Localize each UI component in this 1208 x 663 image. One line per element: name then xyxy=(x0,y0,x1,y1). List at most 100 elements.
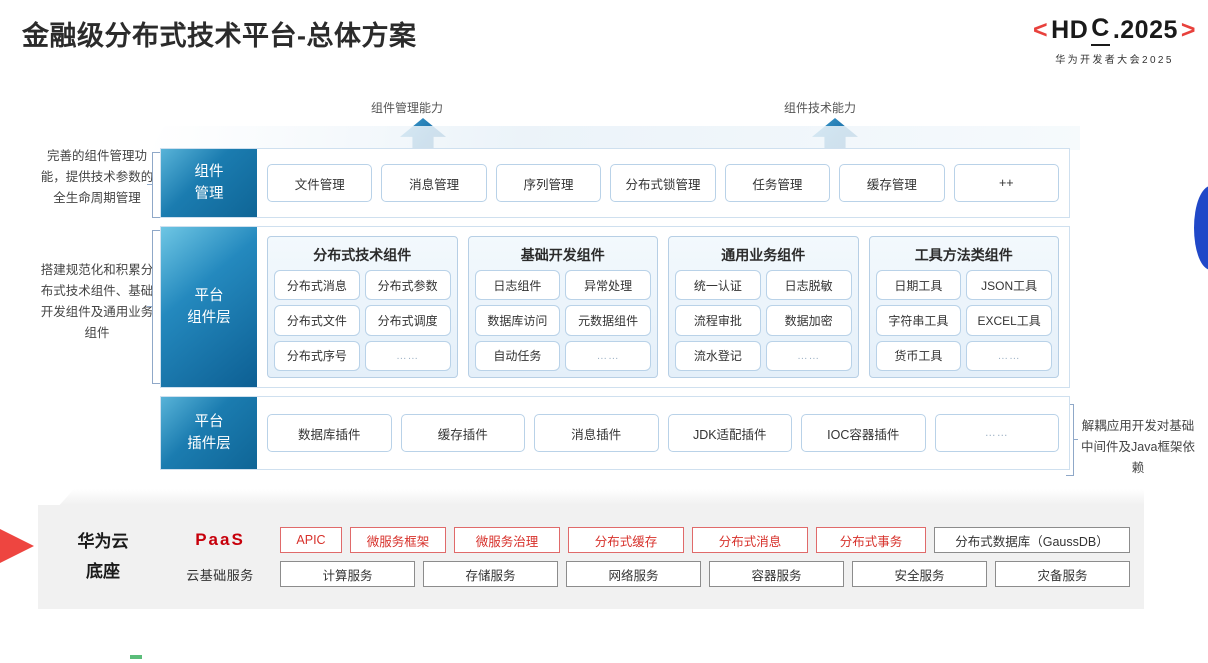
chip-cache-plugin[interactable]: 缓存插件 xyxy=(400,414,525,452)
paas-chip-apic[interactable]: APIC xyxy=(280,527,342,553)
side-note-component-management: 完善的组件管理功能，提供技术参数的全生命周期管理 xyxy=(40,149,154,205)
chip-more-dots[interactable]: …… xyxy=(934,414,1059,452)
band-platform-plugin-layer: 平台 插件层 数据库插件 缓存插件 消息插件 JDK适配插件 IOC容器插件 …… xyxy=(160,396,1070,470)
cell-currency-utility[interactable]: 货币工具 xyxy=(875,340,962,371)
group-common-business-components: 通用业务组件 统一认证 日志脱敏 流程审批 数据加密 流水登记 …… xyxy=(668,236,859,378)
side-note-plugin-decoupling: 解耦应用开发对基础中间件及Java框架依赖 xyxy=(1081,419,1195,475)
cell-more-dots[interactable]: …… xyxy=(966,340,1052,371)
bottom-green-marker xyxy=(130,655,142,659)
band-body-platform-plugin-layer: 数据库插件 缓存插件 消息插件 JDK适配插件 IOC容器插件 …… xyxy=(257,397,1069,469)
svc-chip-disaster-recovery[interactable]: 灾备服务 xyxy=(995,561,1130,587)
svc-chip-network[interactable]: 网络服务 xyxy=(566,561,701,587)
group-basic-dev-components: 基础开发组件 日志组件 异常处理 数据库访问 元数据组件 自动任务 …… xyxy=(467,236,658,378)
cell-excel-utility[interactable]: EXCEL工具 xyxy=(966,305,1052,336)
svc-chip-container[interactable]: 容器服务 xyxy=(709,561,844,587)
svc-chip-security[interactable]: 安全服务 xyxy=(852,561,987,587)
arrow-label-component-management: 组件管理能力 xyxy=(371,101,444,115)
cell-data-encryption[interactable]: 数据加密 xyxy=(765,305,852,336)
hdc-logo-main: < HD C .2025 > xyxy=(1033,14,1196,46)
hdc-logo: < HD C .2025 > 华为开发者大会2025 xyxy=(1033,14,1196,66)
cell-process-approval[interactable]: 流程审批 xyxy=(675,305,761,336)
cell-string-utility[interactable]: 字符串工具 xyxy=(875,305,962,336)
band-label-line2: 组件层 xyxy=(187,310,231,326)
cell-more-dots[interactable]: …… xyxy=(765,340,852,371)
group-grid: 分布式消息 分布式参数 分布式文件 分布式调度 分布式序号 …… xyxy=(274,270,451,371)
cell-log-masking[interactable]: 日志脱敏 xyxy=(765,270,852,301)
band-label-line2: 插件层 xyxy=(187,436,231,452)
paas-chip-distributed-transaction[interactable]: 分布式事务 xyxy=(816,527,926,553)
right-blue-accent-shape xyxy=(1194,186,1208,270)
bracket-stem-right-plugin xyxy=(1073,439,1078,440)
group-grid: 日志组件 异常处理 数据库访问 元数据组件 自动任务 …… xyxy=(474,270,651,371)
paas-chip-microservice-framework[interactable]: 微服务框架 xyxy=(350,527,446,553)
cell-distributed-scheduling[interactable]: 分布式调度 xyxy=(364,305,451,336)
paas-left-title: 华为云 底座 xyxy=(38,505,168,609)
stack-top-sheet xyxy=(150,126,1080,150)
paas-chip-microservice-governance[interactable]: 微服务治理 xyxy=(454,527,560,553)
svc-chip-compute[interactable]: 计算服务 xyxy=(280,561,415,587)
cell-distributed-file[interactable]: 分布式文件 xyxy=(274,305,360,336)
left-red-arrow-shape xyxy=(0,512,34,580)
logo-text-post: .2025 xyxy=(1112,15,1178,44)
paas-row-cloud-base: 云基础服务 计算服务 存储服务 网络服务 容器服务 安全服务 灾备服务 xyxy=(168,561,1130,587)
chip-message-management[interactable]: 消息管理 xyxy=(381,164,487,202)
paas-top-sheet xyxy=(56,489,1144,509)
paas-chip-distributed-database-gaussdb[interactable]: 分布式数据库（GaussDB） xyxy=(934,527,1130,553)
chip-message-plugin[interactable]: 消息插件 xyxy=(534,414,659,452)
chip-task-management[interactable]: 任务管理 xyxy=(724,164,831,202)
cell-distributed-message[interactable]: 分布式消息 xyxy=(274,270,360,301)
cell-metadata-component[interactable]: 元数据组件 xyxy=(565,305,651,336)
group-grid: 统一认证 日志脱敏 流程审批 数据加密 流水登记 …… xyxy=(675,270,852,371)
band-body-component-management: 文件管理 消息管理 序列管理 分布式锁管理 任务管理 缓存管理 ++ xyxy=(257,149,1069,217)
paas-row-key: PaaS xyxy=(195,530,245,549)
paas-left-line2: 底座 xyxy=(86,562,120,581)
group-title: 分布式技术组件 xyxy=(313,247,412,263)
cell-more-dots[interactable]: …… xyxy=(364,340,451,371)
band-label-component-management: 组件 管理 xyxy=(161,149,257,217)
cell-distributed-parameter[interactable]: 分布式参数 xyxy=(364,270,451,301)
logo-right-angle-icon: > xyxy=(1180,15,1196,44)
group-distributed-tech-components: 分布式技术组件 分布式消息 分布式参数 分布式文件 分布式调度 分布式序号 …… xyxy=(267,236,458,378)
cell-unified-authentication[interactable]: 统一认证 xyxy=(675,270,761,301)
cell-distributed-sequence[interactable]: 分布式序号 xyxy=(274,340,360,371)
cell-exception-handling[interactable]: 异常处理 xyxy=(565,270,651,301)
logo-text-c: C xyxy=(1091,14,1110,46)
chip-file-management[interactable]: 文件管理 xyxy=(267,164,373,202)
cell-automated-task[interactable]: 自动任务 xyxy=(474,340,561,371)
logo-text-pre: HD xyxy=(1051,15,1089,44)
paas-left-line1: 华为云 xyxy=(77,532,129,551)
paas-rows: PaaS APIC 微服务框架 微服务治理 分布式缓存 分布式消息 分布式事务 … xyxy=(168,505,1144,609)
bracket-stem-left-mgmt xyxy=(147,184,152,185)
paas-chip-distributed-cache[interactable]: 分布式缓存 xyxy=(568,527,684,553)
cell-json-utility[interactable]: JSON工具 xyxy=(966,270,1052,301)
band-label-line1: 组件 xyxy=(194,164,224,180)
band-label-platform-plugin-layer: 平台 插件层 xyxy=(161,397,257,469)
cell-transaction-record[interactable]: 流水登记 xyxy=(675,340,761,371)
chip-more-plus[interactable]: ++ xyxy=(953,164,1059,202)
paas-chip-distributed-message[interactable]: 分布式消息 xyxy=(692,527,808,553)
arrow-label-component-technology: 组件技术能力 xyxy=(784,101,857,115)
architecture-stack: 组件 管理 文件管理 消息管理 序列管理 分布式锁管理 任务管理 缓存管理 ++… xyxy=(160,132,1070,482)
group-utility-method-components: 工具方法类组件 日期工具 JSON工具 字符串工具 EXCEL工具 货币工具 …… xyxy=(868,236,1059,378)
paas-row-services: PaaS APIC 微服务框架 微服务治理 分布式缓存 分布式消息 分布式事务 … xyxy=(168,527,1130,553)
chip-ioc-container-plugin[interactable]: IOC容器插件 xyxy=(801,414,926,452)
logo-left-angle-icon: < xyxy=(1033,15,1049,44)
chip-jdk-adapter-plugin[interactable]: JDK适配插件 xyxy=(667,414,792,452)
bracket-left-mgmt xyxy=(152,152,160,218)
bracket-left-platform xyxy=(152,230,160,384)
group-grid: 日期工具 JSON工具 字符串工具 EXCEL工具 货币工具 …… xyxy=(875,270,1052,371)
svc-chip-storage[interactable]: 存储服务 xyxy=(423,561,558,587)
cell-database-access[interactable]: 数据库访问 xyxy=(474,305,561,336)
chip-cache-management[interactable]: 缓存管理 xyxy=(839,164,945,202)
side-note-platform-components: 搭建规范化和积累分布式技术组件、基础开发组件及通用业务组件 xyxy=(40,263,154,340)
chip-distributed-lock-management[interactable]: 分布式锁管理 xyxy=(610,164,716,202)
bracket-right-plugin xyxy=(1066,404,1074,476)
band-label-platform-component-layer: 平台 组件层 xyxy=(161,227,257,387)
chip-database-plugin[interactable]: 数据库插件 xyxy=(267,414,392,452)
cell-date-utility[interactable]: 日期工具 xyxy=(875,270,962,301)
cell-more-dots[interactable]: …… xyxy=(565,340,651,371)
chip-sequence-management[interactable]: 序列管理 xyxy=(495,164,602,202)
group-title: 工具方法类组件 xyxy=(914,247,1013,263)
cell-log-component[interactable]: 日志组件 xyxy=(474,270,561,301)
page-title: 金融级分布式技术平台-总体方案 xyxy=(22,21,417,51)
